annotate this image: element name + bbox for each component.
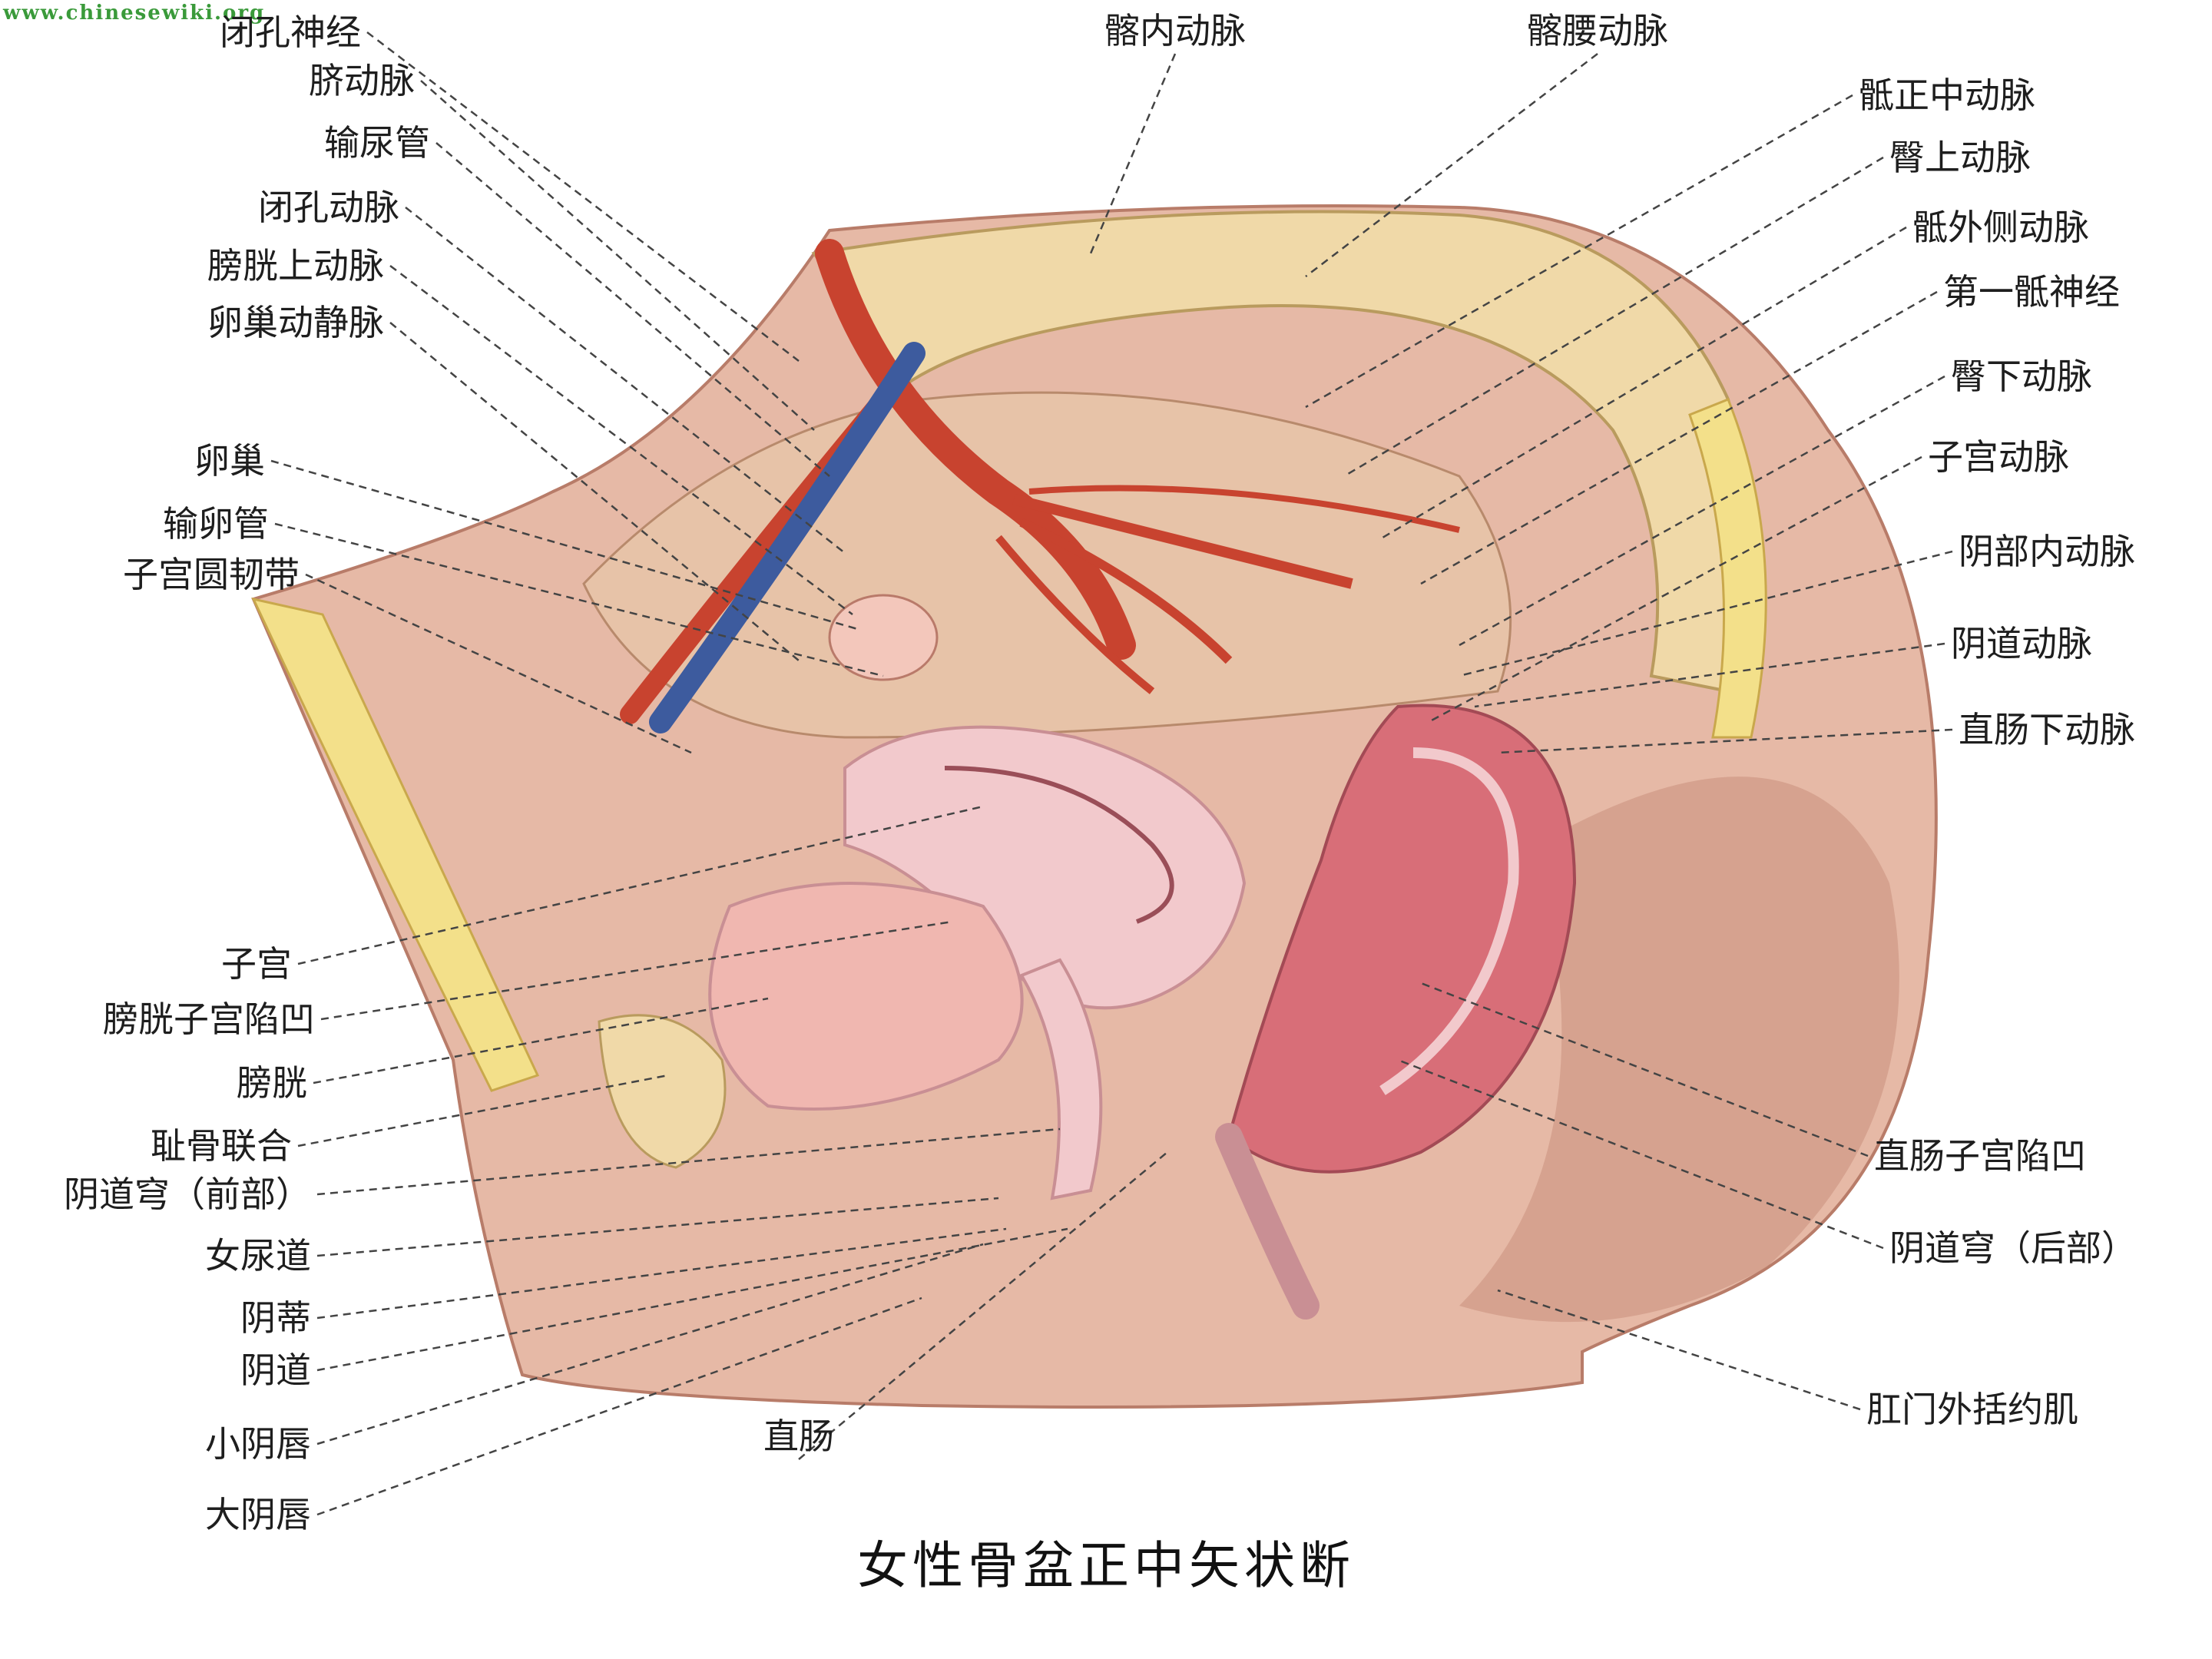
label-right-2: 骶外侧动脉	[1912, 207, 2089, 248]
leader-line	[316, 1128, 1061, 1196]
label-top-1: 髂腰动脉	[1527, 10, 1668, 51]
pubic-symphysis	[598, 1014, 727, 1169]
label-left-4: 膀胱上动脉	[207, 245, 384, 286]
label-right-11: 肛门外括约肌	[1866, 1389, 2078, 1430]
label-left-2: 输尿管	[324, 122, 430, 164]
external-iliac-vein	[649, 342, 926, 733]
common-iliac-artery	[815, 239, 1136, 660]
leader-line	[1459, 375, 1945, 647]
label-left-17: 小阴唇	[205, 1423, 311, 1465]
label-left-0: 闭孔神经	[220, 12, 361, 53]
leader-line	[316, 1243, 984, 1445]
ovary	[828, 594, 939, 681]
leader-line	[1428, 455, 1922, 724]
internal-iliac-branch	[1019, 518, 1233, 664]
leader-line	[1459, 550, 1953, 677]
leader-line	[316, 1296, 922, 1516]
leader-line	[316, 1227, 1007, 1320]
label-right-10: 阴道穹（后部）	[1889, 1227, 2137, 1269]
label-right-5: 子宫动脉	[1928, 436, 2069, 478]
label-right-3: 第一骶神经	[1943, 271, 2120, 313]
leader-line	[1382, 226, 1907, 539]
uterine-cavity	[944, 766, 1174, 924]
rectum-inner	[1379, 747, 1519, 1095]
label-left-7: 输卵管	[163, 503, 269, 545]
label-left-3: 闭孔动脉	[258, 187, 399, 228]
leader-line	[313, 997, 769, 1084]
leader-line	[1420, 290, 1938, 585]
label-right-7: 阴道动脉	[1951, 623, 2092, 664]
leader-line	[435, 142, 830, 477]
label-top-0: 髂内动脉	[1104, 10, 1246, 51]
label-left-12: 耻骨联合	[151, 1125, 292, 1167]
watermark: www.chinesewiki.org	[3, 2, 266, 25]
leader-line	[274, 522, 884, 677]
label-left-13: 阴道穹（前部）	[64, 1174, 311, 1215]
label-left-11: 膀胱	[237, 1062, 307, 1104]
leader-line	[316, 1227, 1068, 1372]
leader-line	[270, 459, 861, 631]
leader-line	[1497, 1289, 1861, 1411]
label-left-18: 大阴唇	[205, 1494, 311, 1535]
label-right-9: 直肠子宫陷凹	[1874, 1135, 2086, 1177]
label-left-10: 膀胱子宫陷凹	[103, 998, 315, 1040]
label-right-1: 臀上动脉	[1889, 137, 2031, 178]
internal-iliac-branch	[995, 535, 1155, 694]
rectum	[1227, 704, 1577, 1174]
label-right-8: 直肠下动脉	[1959, 709, 2135, 750]
label-left-14: 女尿道	[205, 1235, 311, 1277]
leader-line	[1305, 53, 1598, 277]
bladder	[708, 882, 1024, 1111]
label-left-8: 子宫圆韧带	[123, 554, 300, 595]
leader-line	[305, 573, 692, 754]
label-right-4: 臀下动脉	[1951, 356, 2092, 397]
leader-line	[389, 265, 853, 615]
leader-line	[798, 1151, 1168, 1460]
label-right-0: 骶正中动脉	[1859, 75, 2035, 116]
anal-canal	[1215, 1123, 1320, 1320]
label-left-1: 脐动脉	[309, 60, 415, 101]
leader-line	[316, 1197, 999, 1257]
label-left-15: 阴蒂	[240, 1297, 311, 1339]
internal-iliac-branch	[1028, 485, 1460, 533]
label-left-5: 卵巢动静脉	[207, 302, 384, 343]
leader-line	[297, 1074, 669, 1147]
leader-line	[420, 80, 815, 431]
label-left-9: 子宫	[221, 943, 292, 985]
leader-line	[320, 920, 953, 1021]
internal-iliac-branch	[1012, 494, 1353, 589]
leader-line	[1089, 53, 1177, 254]
leader-line	[1305, 94, 1853, 409]
leader-line	[1497, 728, 1953, 754]
leader-line	[366, 31, 800, 362]
leader-lines	[270, 31, 1953, 1516]
leader-line	[1397, 1058, 1884, 1250]
sacral-fat	[1688, 398, 1767, 739]
vagina	[1019, 958, 1103, 1200]
label-left-6: 卵巢	[194, 440, 265, 482]
leader-line	[1474, 642, 1945, 708]
diagram-caption: 女性骨盆正中矢状断	[857, 1536, 1355, 1595]
label-bottom-0: 直肠	[763, 1416, 834, 1457]
leader-line	[389, 322, 800, 661]
leader-line	[405, 207, 846, 554]
leader-line	[1420, 982, 1869, 1157]
label-left-16: 阴道	[240, 1349, 311, 1391]
abdominal-fat	[251, 597, 540, 1092]
label-right-6: 阴部内动脉	[1959, 531, 2135, 572]
